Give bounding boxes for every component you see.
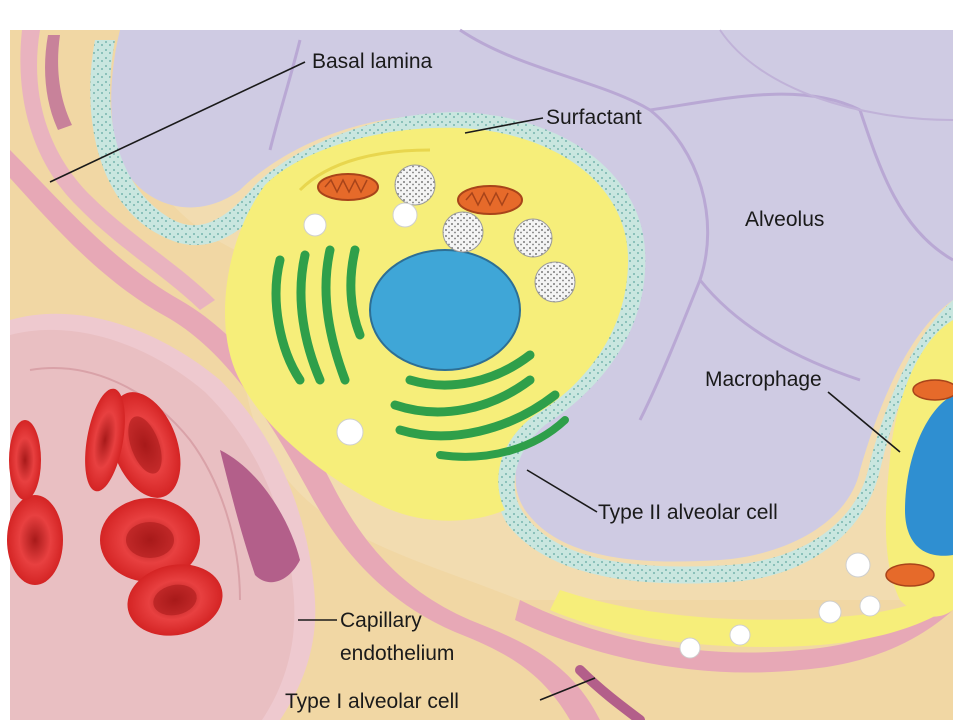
mitochondrion-icon xyxy=(458,186,522,214)
label-type-i-alveolar-cell: Type I alveolar cell xyxy=(285,690,459,713)
label-endothelium: endothelium xyxy=(340,642,454,665)
red-blood-cell-icon xyxy=(9,420,41,500)
lamellar-body-icon xyxy=(395,165,435,205)
mitochondrion-icon xyxy=(886,564,934,586)
red-blood-cell-icon xyxy=(7,495,63,585)
nucleus xyxy=(370,250,520,370)
label-capillary: Capillary xyxy=(340,609,422,632)
mitochondrion-icon xyxy=(318,174,378,200)
lamellar-body-icon xyxy=(535,262,575,302)
label-type-ii-alveolar-cell: Type II alveolar cell xyxy=(598,501,778,524)
label-surfactant: Surfactant xyxy=(546,106,642,129)
lamellar-body-icon xyxy=(443,212,483,252)
label-alveolus: Alveolus xyxy=(745,208,824,231)
lamellar-body-icon xyxy=(514,219,552,257)
label-macrophage: Macrophage xyxy=(705,368,822,391)
mitochondrion-icon xyxy=(913,380,953,400)
label-basal-lamina: Basal lamina xyxy=(312,50,433,73)
